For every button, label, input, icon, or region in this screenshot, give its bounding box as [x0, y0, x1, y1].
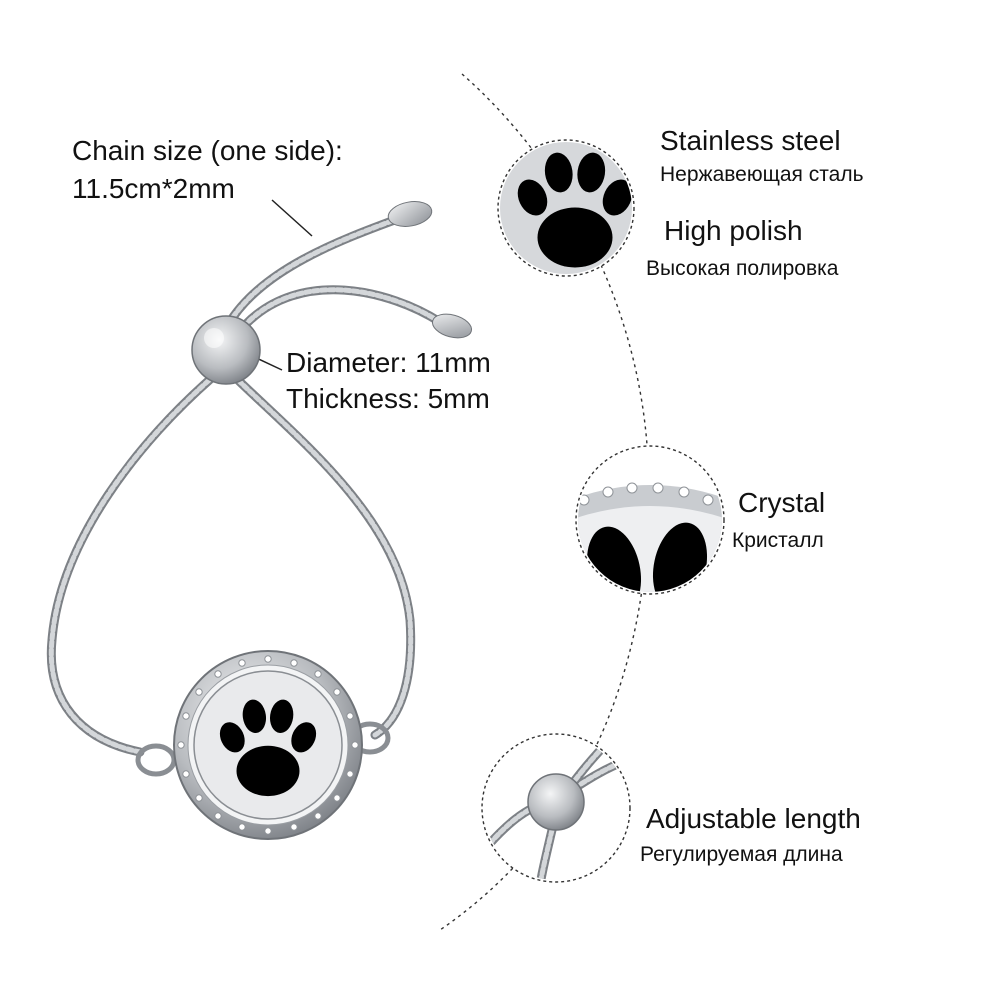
jump-ring [135, 743, 177, 777]
chain-end-tip [387, 201, 433, 227]
feature-crystal-en: Crystal [738, 487, 826, 518]
diameter-label: Diameter: 11mm [286, 347, 491, 378]
feature-polish-en: High polish [664, 215, 803, 246]
chain [46, 213, 445, 757]
feature-crystal-ru: Кристалл [732, 529, 824, 552]
thickness-label: Thickness: 5mm [286, 383, 490, 414]
feature-stainless-ru: Нержавеющая сталь [660, 163, 864, 186]
detail-circle-crystal [575, 445, 725, 595]
feature-polish-ru: Высокая полировка [646, 257, 839, 280]
detail-circle-stainless [497, 139, 635, 277]
chain-size-value: 11.5cm*2mm [72, 173, 235, 204]
slider-bead-icon [527, 773, 585, 831]
slider-bead [191, 315, 261, 385]
feature-adjustable-en: Adjustable length [646, 803, 861, 834]
chain-pointer-line [271, 199, 313, 237]
chain-size-title: Chain size (one side): [72, 135, 343, 166]
feature-adjustable-ru: Регулируемая длина [640, 843, 843, 866]
chain-end-tip [431, 313, 473, 339]
feature-stainless-en: Stainless steel [660, 125, 841, 156]
detail-circle-adjustable [481, 733, 631, 883]
crystal-ring [177, 655, 359, 835]
paw-pendant [173, 650, 363, 840]
